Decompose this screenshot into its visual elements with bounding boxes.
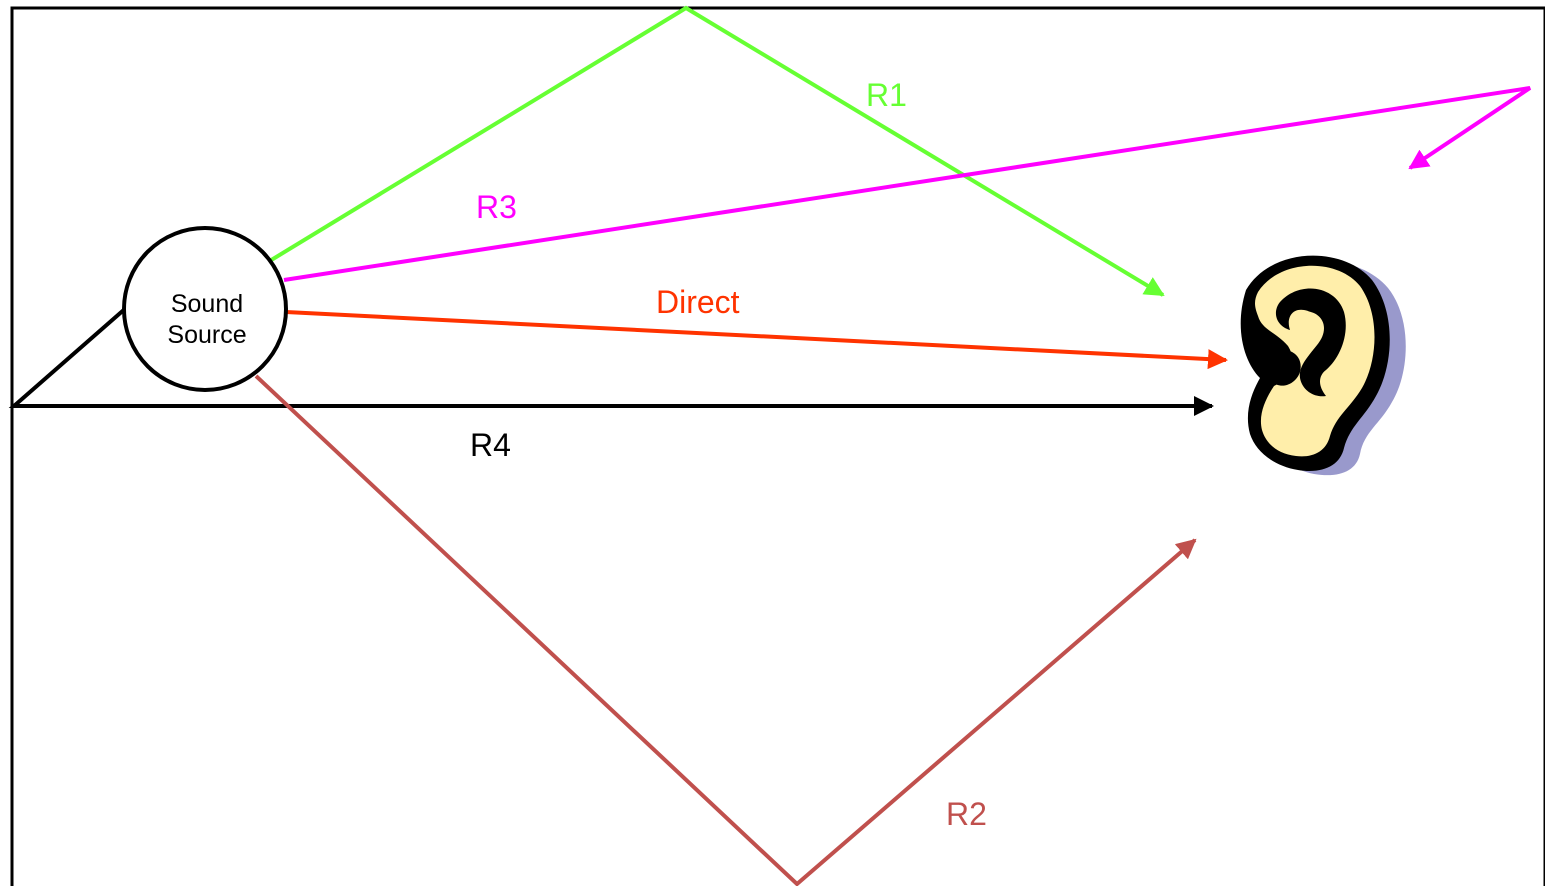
- path-r4: [8, 306, 1214, 416]
- path-r1: [266, 5, 1165, 297]
- label-r4: R4: [470, 427, 511, 463]
- label-direct: Direct: [656, 284, 740, 320]
- label-r3: R3: [476, 189, 517, 225]
- room-boundary: [10, 6, 1545, 886]
- path-direct: [285, 310, 1228, 370]
- sound-source-label-line2: Source: [167, 321, 246, 349]
- path-r3: [283, 86, 1532, 282]
- label-r2: R2: [946, 796, 987, 832]
- label-r1: R1: [866, 77, 907, 113]
- sound-source-circle: [122, 226, 288, 392]
- ear-icon: [1240, 255, 1406, 476]
- sound-source: Sound Source: [122, 226, 288, 392]
- path-r2: [254, 374, 1197, 886]
- sound-source-label-line1: Sound: [171, 290, 243, 318]
